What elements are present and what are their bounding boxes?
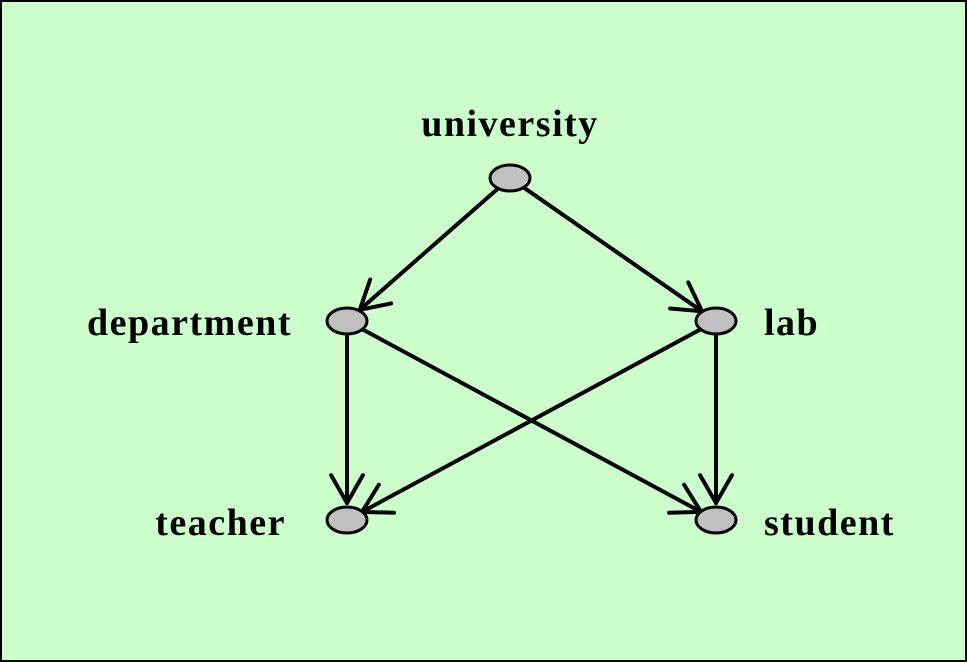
edge-line bbox=[357, 185, 501, 312]
node-label-student: student bbox=[764, 502, 895, 544]
edge-university-to-lab bbox=[520, 184, 705, 314]
edge-line bbox=[359, 326, 705, 514]
node-label-teacher: teacher bbox=[155, 502, 286, 544]
nodes-layer bbox=[325, 163, 738, 535]
edge-university-to-department bbox=[357, 185, 501, 312]
node-lab bbox=[694, 306, 738, 336]
node-student bbox=[694, 505, 738, 535]
node-label-department: department bbox=[87, 302, 292, 344]
edge-line bbox=[520, 184, 705, 314]
node-teacher bbox=[325, 505, 369, 535]
node-label-lab: lab bbox=[764, 302, 819, 344]
arrowhead bbox=[698, 473, 734, 505]
node-department bbox=[325, 306, 369, 336]
edge-department-to-teacher bbox=[329, 334, 365, 505]
node-university bbox=[488, 163, 532, 193]
edges-layer bbox=[329, 184, 734, 515]
node-label-university: university bbox=[421, 103, 599, 145]
edge-lab-to-student bbox=[698, 334, 734, 505]
arrowhead bbox=[329, 473, 365, 505]
